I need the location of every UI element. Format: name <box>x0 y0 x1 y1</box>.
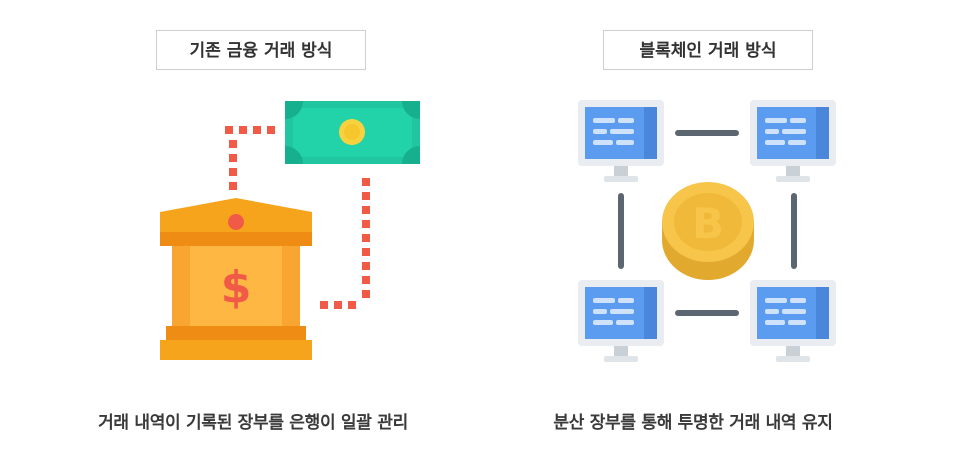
blockchain-illustration: B <box>578 100 836 362</box>
banknote-icon <box>285 101 420 164</box>
bitcoin-coin-icon: B <box>662 182 754 280</box>
computer-icon <box>578 280 664 362</box>
blockchain-title: 블록체인 거래 방식 <box>603 30 813 70</box>
computer-icon <box>750 100 836 182</box>
dotted-connector-left <box>225 126 275 190</box>
traditional-illustration: $ <box>160 101 420 360</box>
traditional-caption: 거래 내역이 기록된 장부를 은행이 일괄 관리 <box>98 413 408 433</box>
dollar-symbol: $ <box>221 262 252 313</box>
bitcoin-symbol: B <box>692 199 724 248</box>
network-links <box>618 130 797 316</box>
computer-icon <box>750 280 836 362</box>
computer-icon <box>578 100 664 182</box>
dotted-connector-right <box>320 178 370 309</box>
bank-icon: $ <box>160 198 312 360</box>
traditional-title: 기존 금융 거래 방식 <box>156 30 366 70</box>
blockchain-caption: 분산 장부를 통해 투명한 거래 내역 유지 <box>553 413 833 433</box>
blockchain-panel: 블록체인 거래 방식 <box>486 0 973 474</box>
traditional-finance-panel: 기존 금융 거래 방식 <box>0 0 486 474</box>
